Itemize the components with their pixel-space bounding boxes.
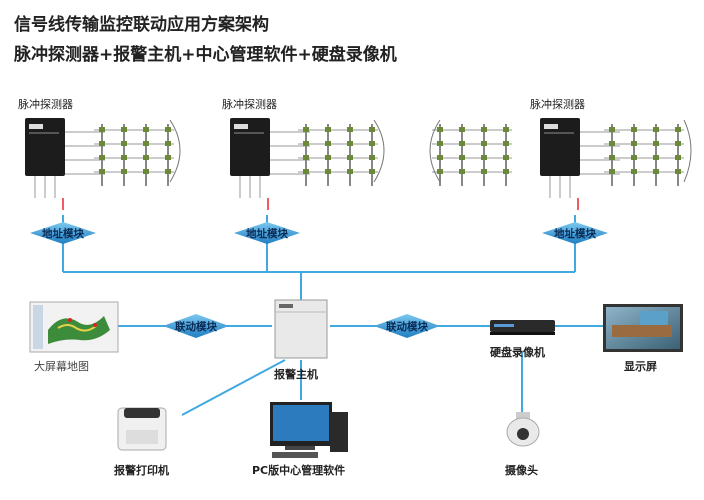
big-screen-map-image [29,301,119,353]
address-module-1 [30,222,96,244]
address-module-2 [234,222,300,244]
alarm-printer-label: 报警打印机 [114,464,169,477]
detector-1-label: 脉冲探测器 [18,98,73,111]
pulse-detector-1 [25,118,105,210]
address-module-3 [542,222,608,244]
dvr-device [490,320,555,335]
linkage-module-2-label: 联动模块 [386,320,428,333]
page-title: 信号线传输监控联动应用方案架构 [14,15,269,35]
big-screen-map-label: 大屏幕地图 [34,360,89,373]
dvr-label: 硬盘录像机 [490,346,545,359]
linkage-module-2 [374,314,440,338]
camera-label: 摄像头 [505,464,538,477]
address-module-1-label: 地址模块 [42,227,84,240]
linkage-module-1 [163,314,229,338]
address-module-2-label: 地址模块 [246,227,288,240]
address-module-3-label: 地址模块 [554,227,596,240]
dome-camera-device [506,412,540,447]
pc-device [270,402,348,458]
alarm-host-device [274,299,328,359]
alarm-printer-device [117,407,167,451]
page-subtitle: 脉冲探测器+报警主机+中心管理软件+硬盘录像机 [14,45,397,65]
display-screen-device [603,304,683,352]
pulse-detector-3 [540,118,620,210]
alarm-host-label: 报警主机 [274,368,318,381]
connection-lines [62,215,603,416]
linkage-module-1-label: 联动模块 [175,320,217,333]
detector-3-label: 脉冲探测器 [530,98,585,111]
pulse-detector-2 [230,118,310,210]
display-label: 显示屏 [624,360,657,373]
detector-2-label: 脉冲探测器 [222,98,277,111]
pc-software-label: PC版中心管理软件 [252,464,346,477]
